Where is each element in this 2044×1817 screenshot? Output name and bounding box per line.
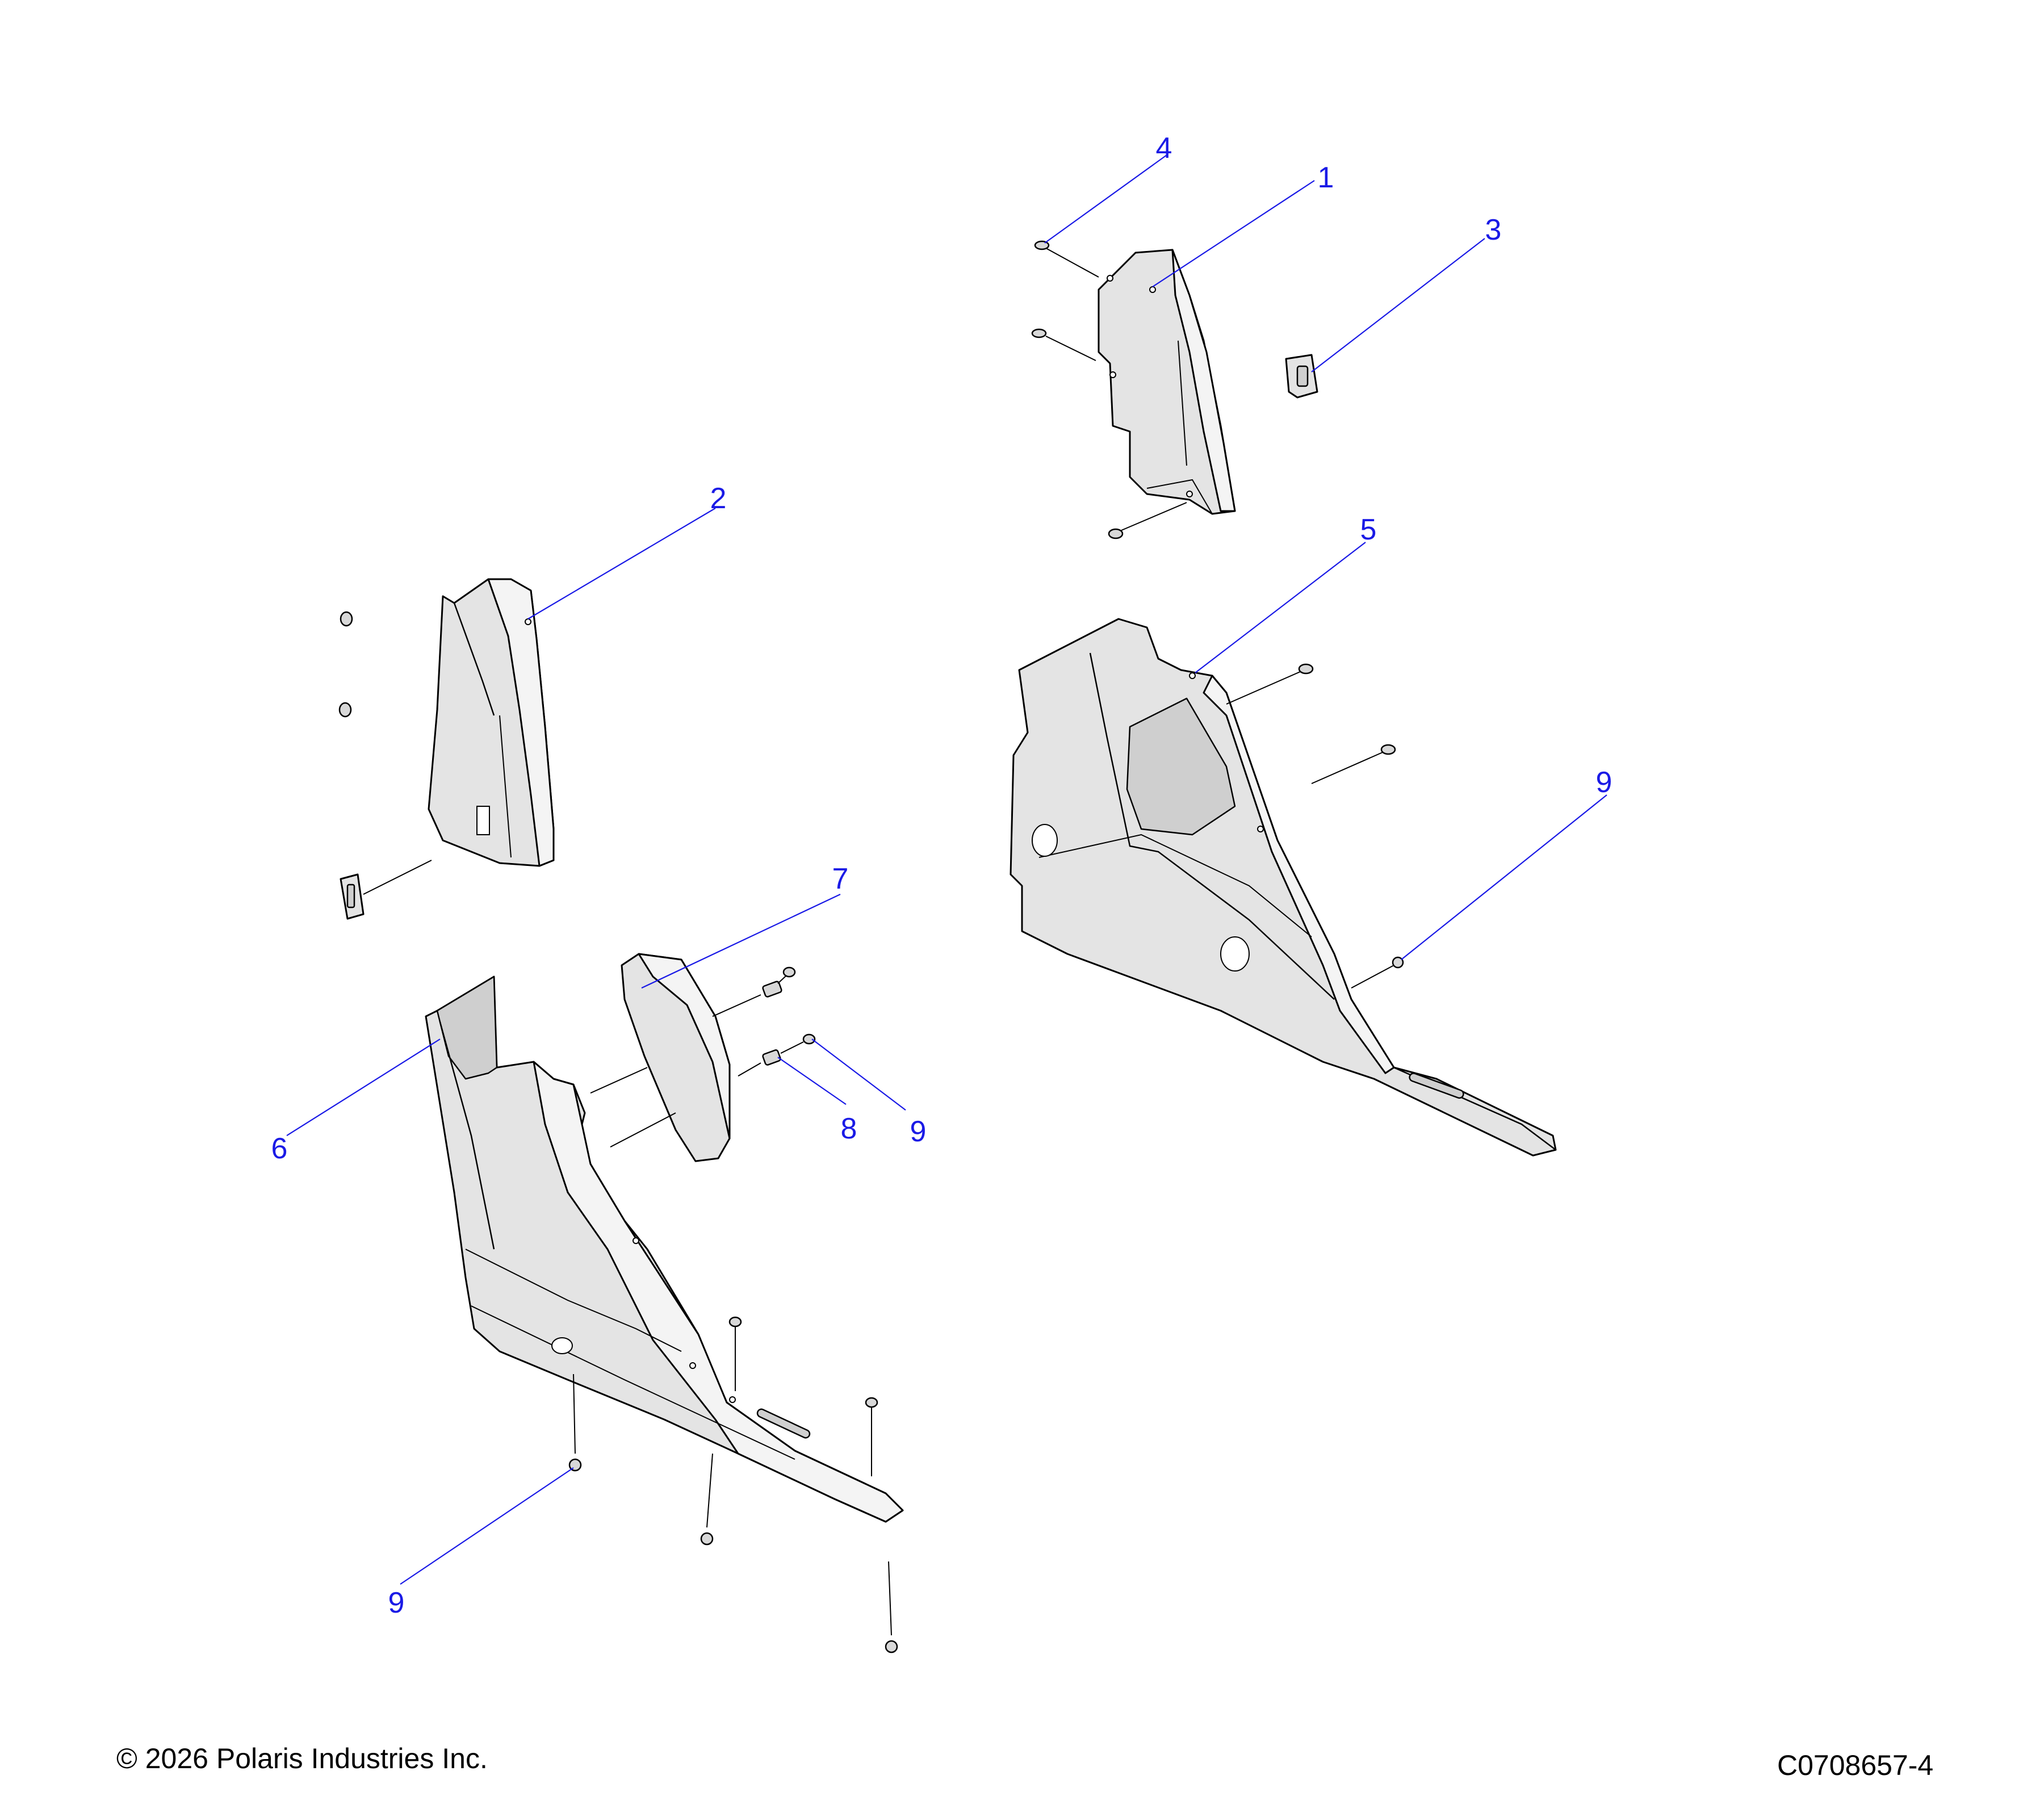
callout-9-right: 9 xyxy=(1596,766,1612,799)
part-3-clip[interactable] xyxy=(1285,354,1318,399)
diagram-id: C0708657-4 xyxy=(1777,1749,1934,1781)
fastener-bottom-1[interactable] xyxy=(728,1316,742,1391)
clip-part2-lower[interactable] xyxy=(340,860,432,920)
part-7-knee-pad[interactable] xyxy=(590,953,731,1162)
fastener-4-lower[interactable] xyxy=(1108,502,1187,539)
fastener-bottom-3[interactable] xyxy=(700,1453,714,1546)
part-8-clip[interactable] xyxy=(738,1049,781,1077)
fastener-9-middle[interactable] xyxy=(780,1033,816,1054)
callout-3: 3 xyxy=(1485,213,1502,246)
callout-6: 6 xyxy=(271,1132,288,1165)
callout-9-middle: 9 xyxy=(910,1115,927,1148)
callout-7: 7 xyxy=(832,863,849,895)
callout-2: 2 xyxy=(710,482,727,515)
callout-labels: 4 1 3 2 5 9 7 6 8 9 9 xyxy=(271,132,1612,1619)
part-5-right-side-panel[interactable] xyxy=(1010,618,1557,1157)
copyright-notice: © 2026 Polaris Industries Inc. xyxy=(116,1743,488,1774)
fastener-part5-upper[interactable] xyxy=(1226,663,1314,705)
leader-lines xyxy=(286,154,1607,1585)
fastener-part2-middle[interactable] xyxy=(338,702,352,718)
fastener-9-lower[interactable] xyxy=(568,1374,582,1472)
callout-8: 8 xyxy=(841,1112,857,1145)
callout-9-lower: 9 xyxy=(388,1586,405,1619)
fastener-part7-upper[interactable] xyxy=(712,966,796,1017)
part-2-upper-left-panel[interactable] xyxy=(428,578,555,867)
callout-4: 4 xyxy=(1156,132,1172,165)
fastener-part2-upper[interactable] xyxy=(340,611,353,627)
part-1-upper-right-panel[interactable] xyxy=(1098,249,1236,515)
part-6-lower-left-panel[interactable] xyxy=(425,976,904,1523)
fastener-bottom-2[interactable] xyxy=(865,1397,878,1476)
fastener-part5-middle[interactable] xyxy=(1311,744,1396,784)
callout-1: 1 xyxy=(1318,161,1334,194)
fastener-4-middle[interactable] xyxy=(1031,328,1096,361)
fastener-4-upper[interactable] xyxy=(1034,240,1099,278)
fastener-9-right[interactable] xyxy=(1351,956,1404,989)
fastener-bottom-4[interactable] xyxy=(885,1561,898,1653)
callout-5: 5 xyxy=(1360,513,1377,546)
